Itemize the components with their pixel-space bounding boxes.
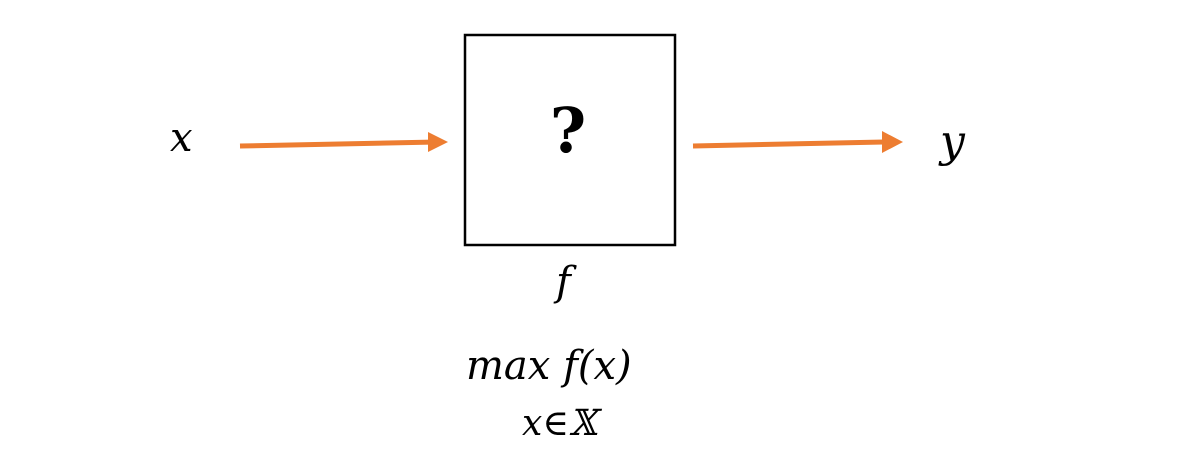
output-label: y [940,116,965,167]
output-arrow-head [882,131,903,153]
objective-function: f(x) [563,343,632,389]
output-arrow [692,139,885,149]
question-mark-icon: ? [549,94,587,167]
input-arrow [239,137,440,149]
function-label: f [556,259,571,305]
input-arrow-head [428,132,448,152]
black-box [463,33,677,247]
max-operator: max [466,343,551,389]
objective-expression: max f(x) [466,346,632,386]
input-label: x [170,115,193,161]
objective-domain: x∈𝕏 [522,403,597,444]
